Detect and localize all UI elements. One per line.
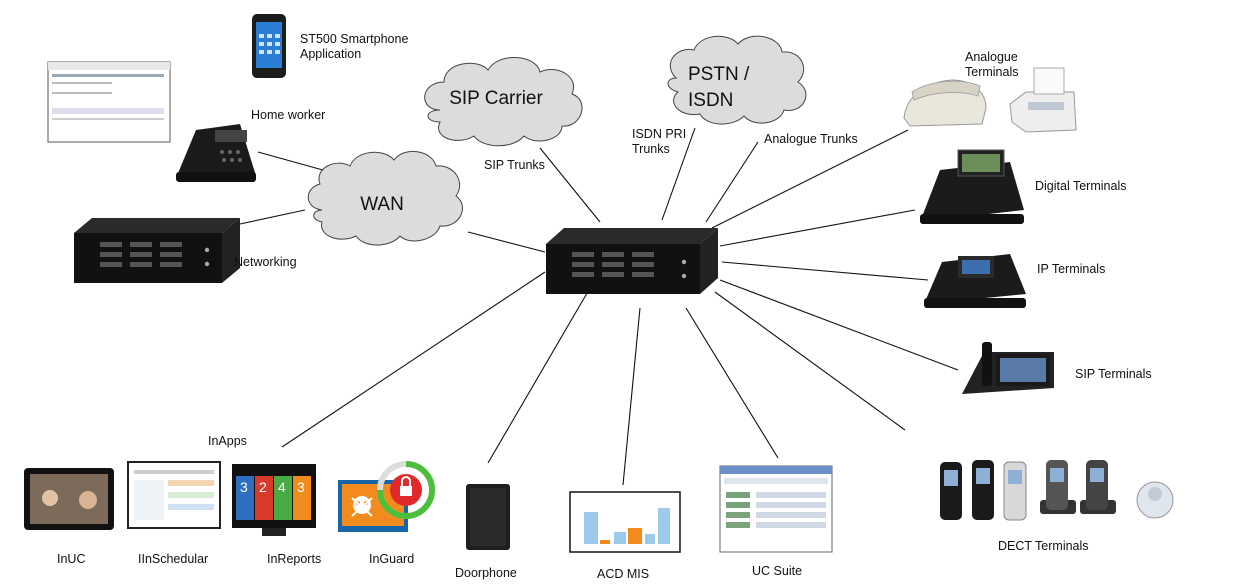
pstn-isdn-cloud <box>667 35 807 125</box>
link-sip-trunks <box>539 147 601 223</box>
st500-label: ST500 Smartphone Application <box>300 32 409 61</box>
inschedular-screen-icon <box>127 461 221 529</box>
link-sip-terminals <box>719 279 959 371</box>
inapps-label: InApps <box>208 434 247 448</box>
dect-handset-icon-1 <box>940 462 962 520</box>
analogue-phone-icon <box>903 79 987 127</box>
sip-carrier-label: SIP Carrier <box>449 88 543 109</box>
networking-label: Networking <box>234 255 297 269</box>
link-dect-terminals <box>714 291 906 431</box>
inschedular-label: IInSchedular <box>138 552 209 566</box>
dect-terminals-label: DECT Terminals <box>998 539 1089 553</box>
analogue-terminals-label: Analogue Terminals <box>965 50 1019 79</box>
inreports-tile-1: 3 <box>240 479 248 495</box>
sip-carrier-cloud <box>424 57 583 147</box>
networking-chassis <box>74 218 240 283</box>
digital-terminal-icon <box>920 149 1024 224</box>
home-worker-app-screenshot <box>47 61 171 143</box>
inuc-label: InUC <box>57 552 86 566</box>
link-homeworker-wan <box>257 151 331 173</box>
inguard-label: InGuard <box>369 552 415 566</box>
wan-cloud <box>307 151 463 246</box>
digital-terminals-label: Digital Terminals <box>1035 179 1127 193</box>
st500-smartphone-icon <box>252 14 286 78</box>
dect-handset-icon-2 <box>972 460 994 520</box>
home-worker-phone-icon <box>176 124 256 182</box>
link-ip-terminals <box>721 261 929 281</box>
wan-label: WAN <box>360 194 404 215</box>
isdn-pri-trunks-label: ISDN PRI Trunks <box>632 127 687 156</box>
dect-handset-icon-4 <box>1040 460 1076 514</box>
dect-handset-icon-5 <box>1080 460 1116 514</box>
link-analogue-terminals <box>711 129 909 229</box>
link-networking-wan <box>239 209 306 225</box>
pstn-isdn-label: PSTN / ISDN <box>688 64 750 111</box>
dect-pendant-icon <box>1136 481 1174 519</box>
link-inapps <box>281 271 546 448</box>
pbx-chassis <box>546 228 718 294</box>
acd-mis-label: ACD MIS <box>597 567 650 581</box>
doorphone-icon <box>466 484 510 550</box>
inuc-tablet-icon <box>24 468 114 530</box>
link-uc-suite <box>685 307 779 459</box>
uc-suite-label: UC Suite <box>752 564 803 578</box>
link-wan-pbx <box>467 231 546 253</box>
acd-mis-screen-icon <box>569 491 681 553</box>
home-worker-label: Home worker <box>251 108 326 122</box>
link-digital-terminals <box>719 209 916 247</box>
ip-terminal-icon <box>924 254 1026 308</box>
ip-terminals-label: IP Terminals <box>1037 262 1106 276</box>
sip-terminal-icon <box>962 342 1054 394</box>
inreports-tile-3: 4 <box>278 479 286 495</box>
sip-trunks-label: SIP Trunks <box>484 158 545 172</box>
inreports-tile-2: 2 <box>259 479 267 495</box>
inreports-monitor-icon <box>232 464 316 536</box>
link-isdn-trunks <box>661 127 696 221</box>
sip-terminals-label: SIP Terminals <box>1075 367 1152 381</box>
inreports-label: InReports <box>267 552 322 566</box>
analogue-trunks-label: Analogue Trunks <box>764 132 858 146</box>
uc-suite-screenshot-icon <box>719 465 833 553</box>
dect-handset-icon-3 <box>1003 461 1027 521</box>
inguard-security-icon <box>338 461 435 532</box>
doorphone-label: Doorphone <box>455 566 517 580</box>
inreports-tile-4: 3 <box>297 479 305 495</box>
link-analogue-trunks <box>705 141 759 223</box>
link-acd-mis <box>622 307 641 486</box>
fax-machine-icon <box>1009 67 1077 133</box>
link-doorphone <box>487 287 591 464</box>
